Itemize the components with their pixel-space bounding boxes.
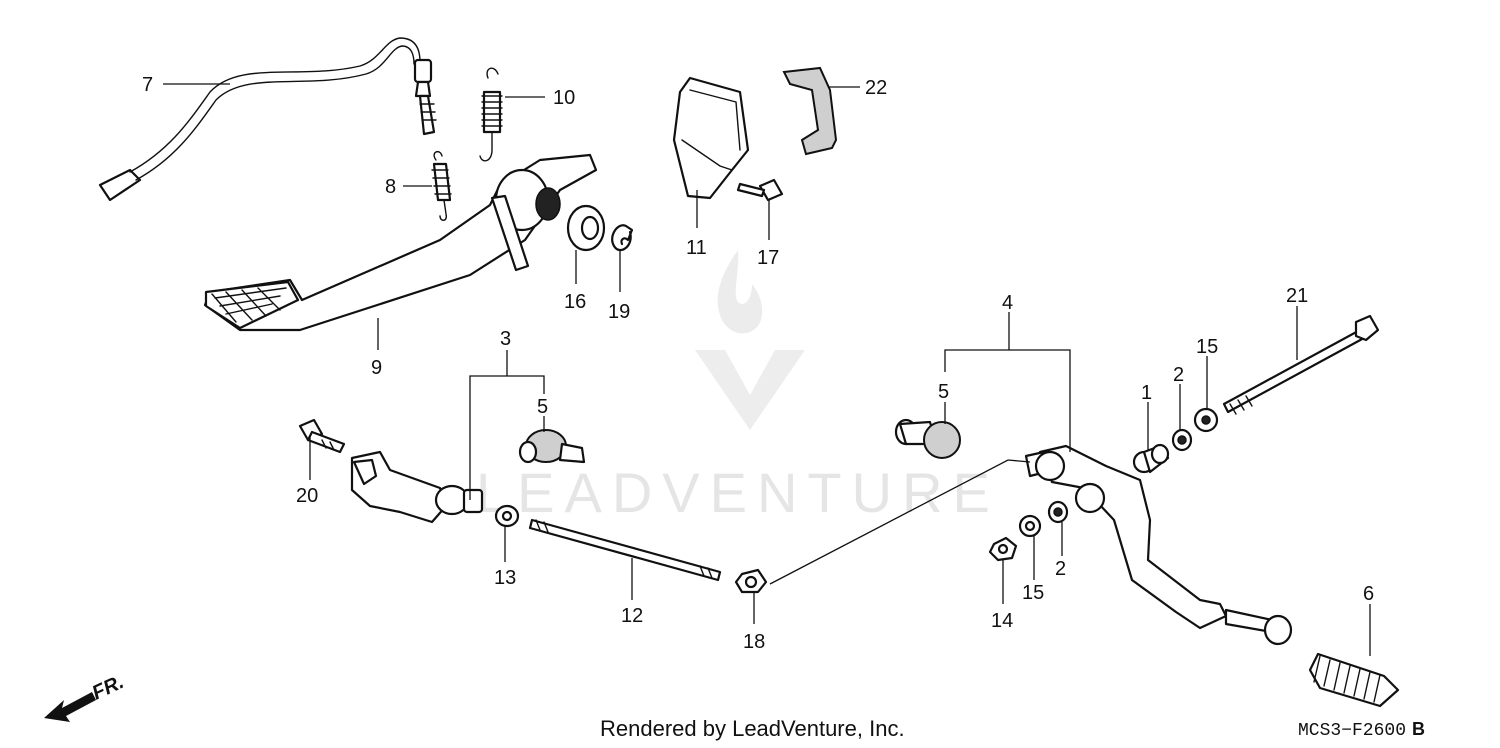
part-18-nut[interactable]	[734, 568, 768, 594]
watermark-text: LEADVENTURE	[476, 461, 1000, 524]
part-17-bolt[interactable]	[736, 178, 784, 202]
part-5-left-joint[interactable]	[518, 429, 586, 464]
part-9-brake-pedal[interactable]	[203, 153, 598, 332]
part-13-nut[interactable]	[494, 504, 520, 528]
footer-credit: Rendered by LeadVenture, Inc.	[600, 716, 905, 741]
callout-19[interactable]: 19	[608, 301, 630, 323]
callout-18[interactable]: 18	[743, 631, 765, 653]
part-5-right-joint[interactable]	[894, 418, 961, 459]
callout-6[interactable]: 6	[1363, 583, 1374, 605]
callout-2-upper[interactable]: 2	[1173, 364, 1184, 386]
part-2-lower-washer[interactable]	[1047, 500, 1069, 524]
diagram-revision: B	[1412, 719, 1426, 739]
part-4-gearshift-arm[interactable]	[1024, 444, 1293, 646]
callout-13[interactable]: 13	[494, 567, 516, 589]
callout-20[interactable]: 20	[296, 485, 318, 507]
callout-21[interactable]: 21	[1286, 285, 1308, 307]
callout-numbers: 7 8 10 9 16 19 11 17 22 3 5 20 13 12 18 …	[142, 74, 1374, 653]
callout-7[interactable]: 7	[142, 74, 153, 96]
part-10-return-spring[interactable]	[479, 67, 503, 162]
part-22-bracket[interactable]	[782, 66, 838, 156]
callout-5-left[interactable]: 5	[537, 396, 548, 418]
callout-9[interactable]: 9	[371, 357, 382, 379]
part-15-lower-washer[interactable]	[1018, 514, 1042, 538]
callout-5-right[interactable]: 5	[938, 381, 949, 403]
part-12-rod[interactable]	[528, 518, 722, 582]
callout-22[interactable]: 22	[865, 77, 887, 99]
part-19-snap-ring[interactable]	[611, 224, 634, 252]
part-11-guard[interactable]	[672, 76, 750, 200]
part-8-switch-spring[interactable]	[431, 150, 452, 221]
callout-14[interactable]: 14	[991, 610, 1013, 632]
part-15-upper-washer[interactable]	[1193, 407, 1219, 433]
callout-1[interactable]: 1	[1141, 382, 1152, 404]
callout-3[interactable]: 3	[500, 328, 511, 350]
part-16-washer[interactable]	[566, 204, 606, 252]
part-7-brake-switch[interactable]	[98, 37, 437, 202]
callout-16[interactable]: 16	[564, 291, 586, 313]
part-1-bushing[interactable]	[1132, 443, 1170, 474]
part-2-upper-washer[interactable]	[1171, 428, 1193, 452]
callout-11[interactable]: 11	[686, 237, 707, 259]
callout-15-upper[interactable]: 15	[1196, 336, 1218, 358]
callout-8[interactable]: 8	[385, 176, 396, 198]
callout-12[interactable]: 12	[621, 605, 643, 627]
callout-17[interactable]: 17	[757, 247, 779, 269]
part-3-rod-joint[interactable]	[350, 450, 484, 524]
part-21-bolt[interactable]	[1222, 314, 1380, 415]
diagram-code-number: MCS3−F2600	[1298, 721, 1407, 741]
front-direction-arrow: FR.	[44, 671, 127, 722]
callout-2-lower[interactable]: 2	[1055, 558, 1066, 580]
watermark: LEADVENTURE	[476, 250, 1000, 524]
callout-15-lower[interactable]: 15	[1022, 582, 1044, 604]
part-20-bolt[interactable]	[298, 418, 346, 454]
leader-lines	[163, 83, 1371, 656]
callout-4[interactable]: 4	[1002, 292, 1013, 314]
part-14-nut[interactable]	[988, 536, 1018, 562]
part-6-shift-rubber[interactable]	[1308, 652, 1400, 708]
callout-10[interactable]: 10	[553, 87, 575, 109]
